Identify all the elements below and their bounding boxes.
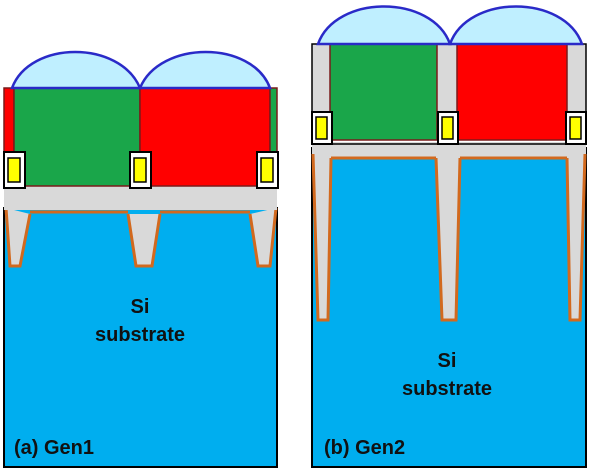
metal-grid-gen2-left: [311, 111, 333, 145]
trench-gen2-left: [311, 153, 333, 322]
trench-gen1-middle: [126, 213, 162, 268]
metal-grid-gen2-middle: [437, 111, 459, 145]
substrate-label-gen1-line1: Si: [131, 296, 150, 318]
panel-gen2: Si substrate (b) Gen2: [311, 5, 587, 468]
trench-gen1-right: [248, 207, 278, 268]
substrate-label-gen2-line1: Si: [438, 350, 457, 372]
substrate-label-gen2-line2: substrate: [402, 378, 492, 400]
microlens-gen2-left: [316, 5, 452, 46]
trench-gen1-left: [4, 207, 32, 268]
microlens-gen1-left: [10, 50, 142, 90]
panel-gen1: Si substrate (a) Gen1: [3, 50, 279, 468]
metal-grid-gen1-middle: [129, 151, 152, 189]
green-filter-gen2: [329, 43, 438, 141]
microlens-gen1-right: [138, 50, 272, 90]
oxide-layer-gen1: [4, 186, 277, 210]
oxide-layer-gen2: [312, 142, 586, 158]
metal-grid-gen1-right: [256, 151, 279, 189]
metal-grid-gen2-right: [565, 111, 587, 145]
substrate-label-gen1-line2: substrate: [95, 324, 185, 346]
red-filter-gen1: [139, 87, 271, 187]
trench-gen2-right: [565, 153, 587, 322]
caption-gen2: (b) Gen2: [324, 437, 405, 459]
microlens-gen2-right: [448, 5, 584, 46]
red-filter-gen2: [456, 43, 568, 141]
caption-gen1: (a) Gen1: [14, 437, 94, 459]
trench-gen2-middle: [434, 157, 462, 322]
green-filter-gen1: [13, 87, 141, 187]
metal-grid-gen1-left: [3, 151, 26, 189]
